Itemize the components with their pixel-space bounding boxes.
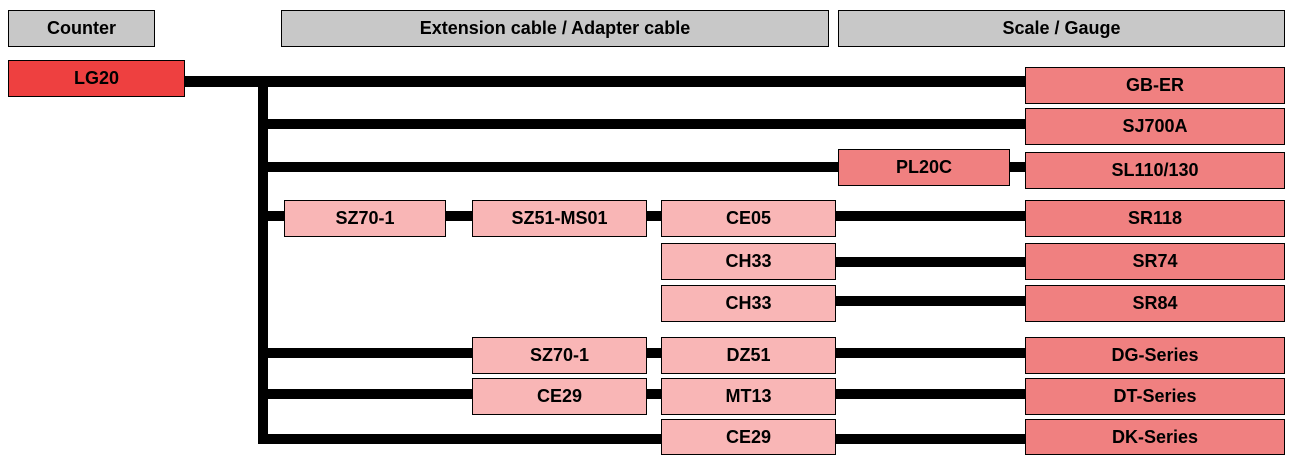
cable-mt13: MT13	[661, 378, 836, 415]
cable-ce05: CE05	[661, 200, 836, 237]
branch-line-dk	[258, 434, 661, 444]
link-ch33-sr74	[836, 257, 1026, 267]
cable-dz51: DZ51	[661, 337, 836, 374]
cable-sz51-ms01: SZ51-MS01	[472, 200, 647, 237]
cable-sz70-1: SZ70-1	[284, 200, 446, 237]
cable-sz70-1-dg: SZ70-1	[472, 337, 647, 374]
scale-dg-series: DG-Series	[1025, 337, 1285, 374]
cable-ce29-dk: CE29	[661, 419, 836, 455]
scale-sl110-130: SL110/130	[1025, 152, 1285, 189]
scale-dt-series: DT-Series	[1025, 378, 1285, 415]
trunk-line	[185, 76, 1025, 87]
header-counter: Counter	[8, 10, 155, 47]
scale-sr84: SR84	[1025, 285, 1285, 322]
header-scales: Scale / Gauge	[838, 10, 1285, 47]
cable-ch33-sr84: CH33	[661, 285, 836, 322]
scale-sr74: SR74	[1025, 243, 1285, 280]
link-ch33-sr84	[836, 296, 1026, 306]
branch-line-dt	[258, 389, 472, 399]
counter-lg20: LG20	[8, 60, 185, 97]
link-mt13-dt	[836, 389, 1026, 399]
branch-line-sl110	[258, 162, 838, 172]
link-dz51-dg	[836, 348, 1026, 358]
cable-ce29-dt: CE29	[472, 378, 647, 415]
link-ce05-sr118	[836, 211, 1026, 221]
branch-line-dg	[258, 348, 472, 358]
scale-sj700a: SJ700A	[1025, 108, 1285, 145]
link-sz51-ce05	[647, 211, 661, 221]
branch-line-sj700a	[258, 119, 1025, 129]
header-cables: Extension cable / Adapter cable	[281, 10, 829, 47]
link-sz70-dz51	[647, 348, 661, 358]
scale-dk-series: DK-Series	[1025, 419, 1285, 455]
spine-line	[258, 76, 268, 444]
link-ce29-dk	[836, 434, 1026, 444]
link-ce29-mt13	[647, 389, 661, 399]
link-pl20c-sl110	[1010, 162, 1025, 172]
cable-ch33-sr74: CH33	[661, 243, 836, 280]
scale-gb-er: GB-ER	[1025, 67, 1285, 104]
link-sz70-sz51	[446, 211, 472, 221]
branch-line-sr118	[258, 211, 284, 221]
adapter-pl20c: PL20C	[838, 149, 1010, 186]
scale-sr118: SR118	[1025, 200, 1285, 237]
